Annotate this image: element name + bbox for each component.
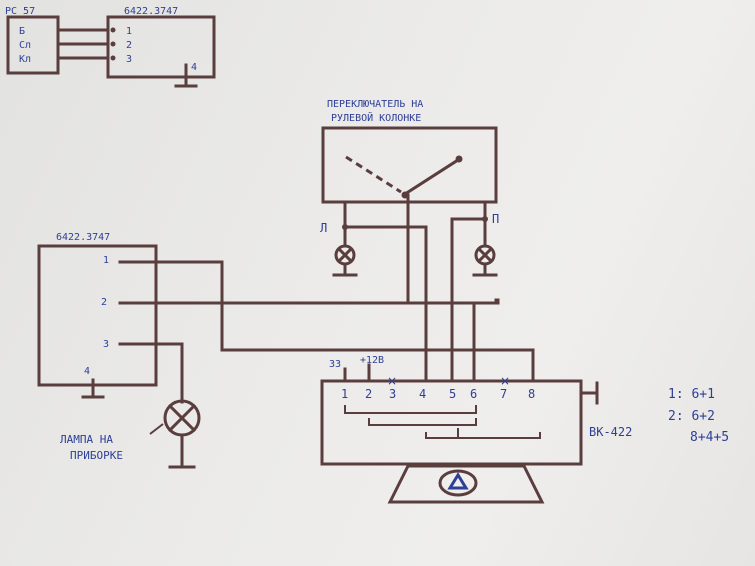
right-lamp-label: П	[492, 212, 499, 226]
bridge-4-5-8	[425, 432, 541, 439]
bk-pin-2: 2	[365, 387, 372, 401]
switch-title-line1: ПЕРЕКЛЮЧАТЕЛЬ НА	[327, 99, 423, 110]
bk422-group: 33 +12В × × 1 2 3 4 5 6 7 8 ВК-422	[320, 355, 632, 504]
hazard-triangle-icon	[447, 472, 469, 490]
switch-dashed-contact	[345, 155, 402, 194]
pin-label-b: Б	[19, 26, 25, 37]
rs57-label: РС 57	[5, 6, 35, 17]
switch-title-line2: РУЛЕВОЙ КОЛОНКЕ	[331, 111, 421, 124]
top-relay-group: РС 57 6422.3747 Б Сл Кл 1 2 3 4	[5, 6, 216, 88]
bk-pin-8: 8	[528, 387, 535, 401]
bk-label-12v: +12В	[360, 355, 384, 366]
relay2-pin-3: 3	[103, 339, 109, 350]
svg-text:×: ×	[387, 374, 397, 388]
note-line-2: 2: 6+2	[668, 409, 715, 424]
relay2-pin-4: 4	[84, 366, 90, 377]
relay-top-pin-4: 4	[191, 62, 197, 73]
wire-pin1-to-8	[118, 260, 535, 383]
relay-top-label: 6422.3747	[124, 6, 178, 17]
steering-switch-group: ПЕРЕКЛЮЧАТЕЛЬ НА РУЛЕВОЙ КОЛОНКЕ Л П	[320, 99, 499, 277]
switch-lever	[402, 157, 461, 197]
note-line-3: 8+4+5	[690, 430, 729, 445]
relay2-pin-2: 2	[101, 297, 107, 308]
bk-pin-7: 7	[500, 387, 507, 401]
relay2-group: 6422.3747 1 2 3 4	[37, 232, 158, 399]
svg-text:×: ×	[500, 374, 510, 388]
bridge-1-6	[344, 405, 477, 414]
hazard-button-base	[387, 464, 545, 504]
bk-pin-1: 1	[341, 387, 348, 401]
bk-pin-3: 3	[389, 387, 396, 401]
wire-pin3-to-lamp	[118, 342, 184, 404]
relay-top-pin-2: 2	[126, 40, 132, 51]
relay-top-pin-1: 1	[126, 26, 132, 37]
pin-label-sl: Сл	[19, 40, 31, 51]
left-lamp-label: Л	[320, 221, 327, 235]
relay2-label: 6422.3747	[56, 232, 110, 243]
pin-label-kl: Кл	[19, 54, 31, 65]
bk-pin-6: 6	[470, 387, 477, 401]
dash-lamp-label-line2: ПРИБОРКЕ	[70, 449, 123, 462]
bk-pin-4: 4	[419, 387, 426, 401]
switch-lever-tip	[455, 155, 463, 163]
bk-pin-5: 5	[449, 387, 456, 401]
notes-group: 1: 6+1 2: 6+2 8+4+5	[668, 387, 729, 445]
wire-to-pin6	[406, 301, 476, 383]
relay2-pin-1: 1	[103, 255, 109, 266]
hazard-button	[438, 469, 478, 497]
wire-pin2-to-switch	[118, 193, 410, 305]
relay-6422-top-block	[106, 15, 216, 79]
dash-lamp-pointer	[149, 423, 164, 435]
bk422-label: ВК-422	[589, 425, 632, 439]
bk422-block	[320, 379, 583, 466]
note-line-1: 1: 6+1	[668, 387, 715, 402]
bk-label-33: 33	[329, 359, 341, 370]
relay-top-pin-3: 3	[126, 54, 132, 65]
relay2-block	[37, 244, 158, 387]
rs57-block	[6, 15, 60, 75]
bridge-2-6	[368, 418, 477, 426]
dash-lamp-label-line1: ЛАМПА НА	[60, 433, 113, 446]
dash-lamp-group: ЛАМПА НА ПРИБОРКЕ	[60, 399, 201, 469]
wires-group	[118, 193, 535, 404]
